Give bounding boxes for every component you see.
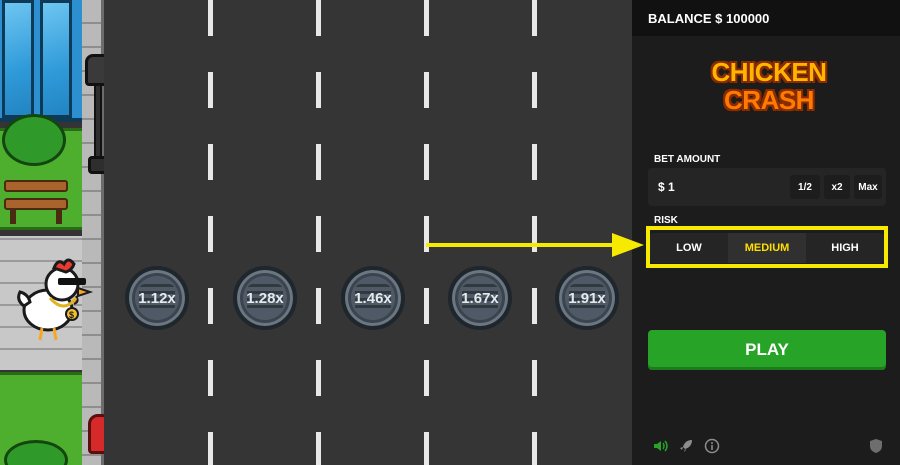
balance-bar: BALANCE $ 100000 [632,0,900,36]
bet-amount-value[interactable]: $ 1 [658,180,675,194]
building-window [2,0,34,118]
balance-text: BALANCE $ 100000 [648,10,770,26]
bench-seat [4,198,68,210]
logo-line-2: CRASH [724,85,814,115]
info-icon[interactable] [704,438,720,454]
bet-amount-field[interactable]: $ 1 1/2 x2 Max [648,168,886,206]
bet-amount-label: BET AMOUNT [654,154,721,165]
lane-divider [316,0,321,465]
glass-building [0,0,82,122]
currency-symbol: $ [658,180,665,194]
rocket-icon[interactable] [678,438,694,454]
shield-icon[interactable] [868,438,884,454]
multiplier-label: 1.91x [568,289,606,307]
bench-leg [10,208,16,224]
risk-option-high[interactable]: HIGH [831,242,859,254]
street-lamp-pole [94,74,102,162]
risk-highlight-box [646,226,888,268]
risk-label: RISK [654,215,678,226]
risk-selector: LOW MEDIUM HIGH [650,233,884,263]
bench-back [4,180,68,192]
double-bet-button[interactable]: x2 [824,175,850,199]
max-bet-button[interactable]: Max [854,175,882,199]
multiplier-manhole-1: 1.12x [125,266,189,330]
sound-icon[interactable] [652,438,668,454]
risk-option-medium[interactable]: MEDIUM [728,233,806,263]
half-bet-button[interactable]: 1/2 [790,175,820,199]
sidewalk [0,0,82,465]
multiplier-manhole-3: 1.46x [341,266,405,330]
control-panel: BALANCE $ 100000 CHICKEN CRASH BET AMOUN… [632,0,900,465]
multiplier-label: 1.46x [354,289,392,307]
lane-divider [532,0,537,465]
multiplier-label: 1.28x [246,289,284,307]
lane-divider [424,0,429,465]
multiplier-label: 1.12x [138,289,176,307]
bench-leg [56,208,62,224]
building-window [40,0,72,118]
bush [2,114,66,166]
play-button[interactable]: PLAY [648,330,886,370]
multiplier-manhole-5: 1.91x [555,266,619,330]
lane-divider [208,0,213,465]
multiplier-manhole-2: 1.28x [233,266,297,330]
chicken-character-icon: $ [17,258,94,341]
game-scene: $ 1.12x 1.28x 1.46x 1.67x 1.91x [0,0,632,465]
multiplier-manhole-4: 1.67x [448,266,512,330]
svg-text:$: $ [69,310,74,320]
multiplier-label: 1.67x [461,289,499,307]
game-logo: CHICKEN CRASH [694,58,844,114]
logo-line-1: CHICKEN [711,57,827,87]
bet-amount-number: 1 [668,180,675,194]
road [104,0,632,465]
risk-option-low[interactable]: LOW [676,242,702,254]
